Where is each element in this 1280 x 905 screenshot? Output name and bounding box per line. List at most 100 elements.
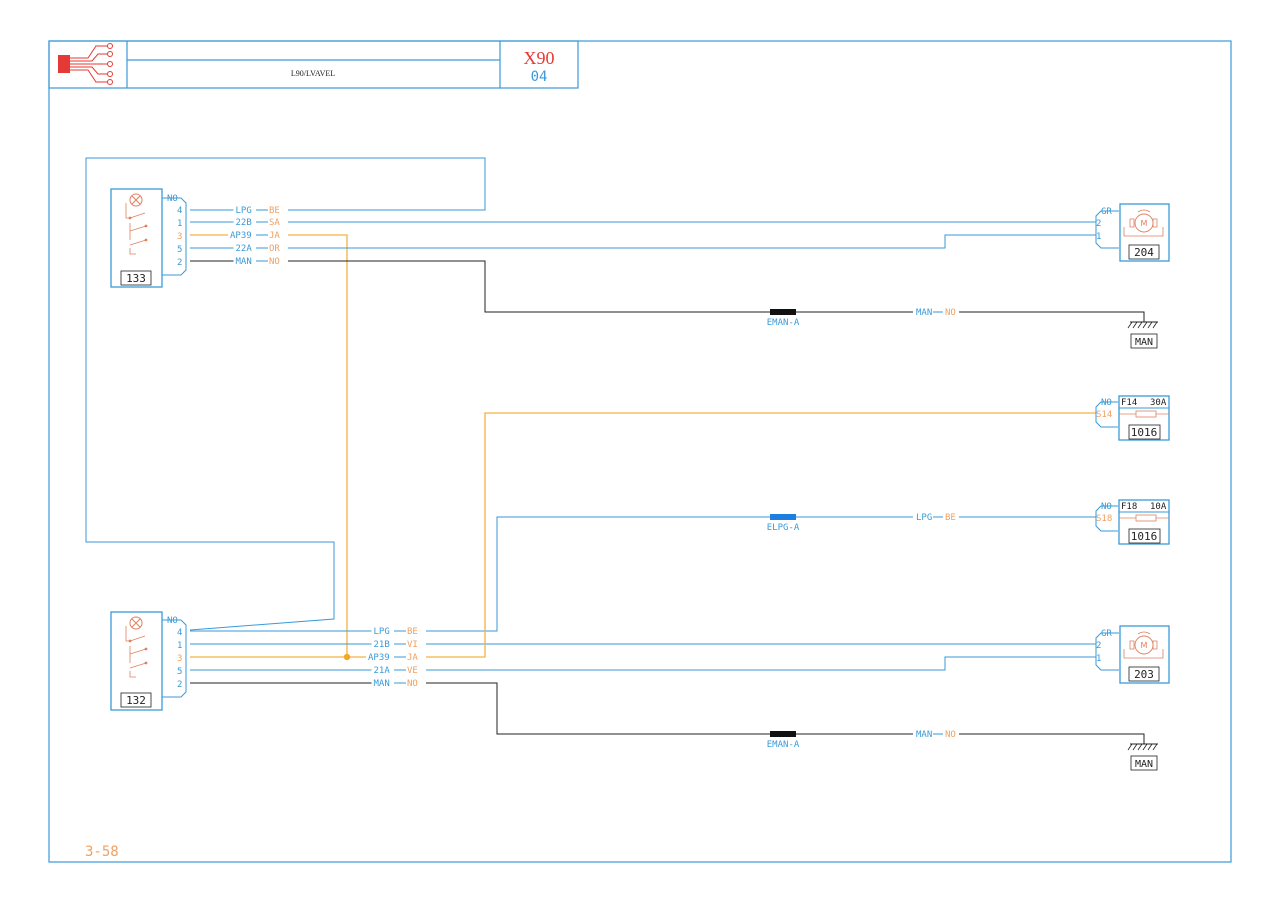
bottom-wire-code-1: 21B xyxy=(374,640,390,650)
svg-text:MAN: MAN xyxy=(916,730,932,740)
wire-lpg-bottom xyxy=(190,516,1096,632)
svg-text:LPG: LPG xyxy=(916,513,932,523)
switch-132-id: 132 xyxy=(126,694,146,707)
svg-text:203: 203 xyxy=(1134,668,1154,681)
svg-text:204: 204 xyxy=(1134,246,1154,259)
splice-eman-bottom: EMAN-A xyxy=(767,731,800,750)
fuse-icon xyxy=(1135,514,1157,522)
switch-132: 132 NO 4 1 3 5 2 xyxy=(110,611,187,711)
top-wire-color-2: JA xyxy=(269,231,280,241)
wire-man-bottom xyxy=(190,682,1145,744)
bottom-wire-code-4: MAN xyxy=(374,679,390,689)
svg-text:NO: NO xyxy=(1101,398,1112,408)
fuse-icon xyxy=(1135,410,1157,418)
mid-label-ground-bottom: MAN NO xyxy=(913,728,959,740)
top-wire-code-3: 22A xyxy=(236,244,253,254)
wire-22a-top xyxy=(190,234,1096,249)
title-block: L90/LVAVEL X90 04 xyxy=(48,40,579,89)
ground-bottom: MAN xyxy=(1127,743,1158,771)
bottom-wire-color-4: NO xyxy=(407,679,418,689)
svg-text:4: 4 xyxy=(177,206,182,216)
doc-ref: L90/LVAVEL xyxy=(291,69,335,78)
bottom-wire-code-3: 21A xyxy=(374,666,391,676)
bottom-wire-code-0: LPG xyxy=(374,627,390,637)
ground-top: MAN xyxy=(1127,321,1158,349)
splice-elpg: ELPG-A xyxy=(767,514,800,533)
connector-logo-icon xyxy=(58,43,113,85)
svg-text:F18: F18 xyxy=(1121,502,1137,512)
motor-203: M 203 GR 2 1 xyxy=(1095,625,1170,684)
svg-text:1: 1 xyxy=(1096,654,1101,664)
top-wire-color-4: NO xyxy=(269,257,280,267)
svg-text:MAN: MAN xyxy=(1135,337,1153,348)
svg-text:GR: GR xyxy=(1101,207,1112,217)
svg-text:NO: NO xyxy=(167,616,178,626)
top-wire-code-2: AP39 xyxy=(230,231,252,241)
svg-text:1: 1 xyxy=(177,641,182,651)
svg-text:3: 3 xyxy=(177,232,182,242)
svg-text:10A: 10A xyxy=(1150,502,1167,512)
svg-text:2: 2 xyxy=(1096,219,1101,229)
svg-text:M: M xyxy=(1141,219,1148,228)
top-wire-code-0: LPG xyxy=(236,206,252,216)
svg-text:1016: 1016 xyxy=(1131,426,1158,439)
switch-133-id: 133 xyxy=(126,272,146,285)
svg-text:MAN: MAN xyxy=(916,308,932,318)
splice-dot xyxy=(343,653,351,661)
svg-text:M: M xyxy=(1141,641,1148,650)
bottom-wire-code-2: AP39 xyxy=(368,653,390,663)
bottom-wire-color-1: VI xyxy=(407,640,418,650)
svg-text:NO: NO xyxy=(167,194,178,204)
svg-text:2: 2 xyxy=(177,258,182,268)
svg-text:S14: S14 xyxy=(1096,410,1112,420)
motor-icon: M xyxy=(1123,209,1164,237)
fuse-f14: F14 30A 1016 NO S14 xyxy=(1095,395,1170,441)
svg-text:5: 5 xyxy=(177,245,182,255)
svg-text:S18: S18 xyxy=(1096,514,1112,524)
top-wire-code-1: 22B xyxy=(236,218,252,228)
svg-text:30A: 30A xyxy=(1150,398,1167,408)
wire-man-top xyxy=(190,260,1145,322)
model-code: X90 xyxy=(524,48,555,68)
fuse-f18: F18 10A 1016 NO S18 xyxy=(1095,499,1170,545)
wire-ap39-top xyxy=(190,234,348,657)
ground-icon xyxy=(1127,321,1158,329)
svg-text:MAN: MAN xyxy=(1135,759,1153,770)
top-wire-code-4: MAN xyxy=(236,257,252,267)
page-reference: 3-58 xyxy=(85,844,119,860)
svg-text:ELPG-A: ELPG-A xyxy=(767,523,800,533)
svg-text:EMAN-A: EMAN-A xyxy=(767,318,800,328)
switch-133: 133 NO 4 1 3 5 2 xyxy=(110,188,187,288)
mid-label-lpg-fuse: LPG BE xyxy=(913,511,959,523)
svg-text:1016: 1016 xyxy=(1131,530,1158,543)
wire-ap39-bottom xyxy=(190,412,1096,658)
svg-text:NO: NO xyxy=(945,308,956,318)
svg-text:EMAN-A: EMAN-A xyxy=(767,740,800,750)
sheet-border xyxy=(48,40,1232,863)
splice-eman-top: EMAN-A xyxy=(767,309,800,328)
svg-text:NO: NO xyxy=(1101,502,1112,512)
mid-label-ground-top: MAN NO xyxy=(913,306,959,318)
svg-text:BE: BE xyxy=(945,513,956,523)
ground-icon xyxy=(1127,743,1158,751)
top-wire-color-3: OR xyxy=(269,244,280,254)
top-wire-color-0: BE xyxy=(269,206,280,216)
svg-text:F14: F14 xyxy=(1121,398,1137,408)
svg-text:3: 3 xyxy=(177,654,182,664)
bottom-wire-color-2: JA xyxy=(407,653,418,663)
svg-text:5: 5 xyxy=(177,667,182,677)
svg-text:2: 2 xyxy=(1096,641,1101,651)
svg-text:NO: NO xyxy=(945,730,956,740)
bottom-wire-color-0: BE xyxy=(407,627,418,637)
svg-text:4: 4 xyxy=(177,628,182,638)
motor-204: M 204 GR 2 1 xyxy=(1095,203,1170,262)
svg-text:GR: GR xyxy=(1101,629,1112,639)
wire-21a-bottom xyxy=(190,656,1096,671)
svg-text:1: 1 xyxy=(177,219,182,229)
wire-loop-top xyxy=(85,157,486,631)
svg-text:1: 1 xyxy=(1096,232,1101,242)
bottom-wire-color-3: VE xyxy=(407,666,418,676)
motor-icon: M xyxy=(1123,631,1164,659)
